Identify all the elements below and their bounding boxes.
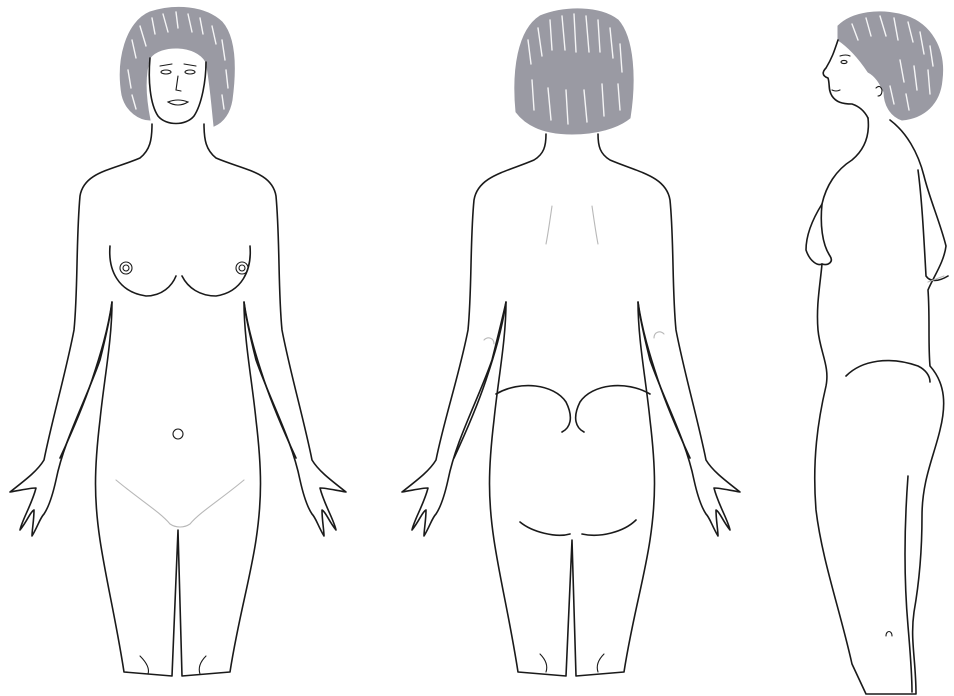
side-hip-line — [846, 361, 930, 382]
front-right-nipple-center — [239, 265, 245, 271]
front-left-nipple-center — [123, 265, 129, 271]
front-facial-features — [160, 64, 196, 105]
back-knees — [540, 654, 604, 672]
front-pelvis-line — [116, 480, 244, 527]
side-knee-mark — [886, 632, 892, 637]
front-body-outline — [10, 124, 346, 676]
side-body-outline — [806, 118, 946, 694]
back-view-figure — [402, 9, 740, 676]
back-body-outline — [402, 134, 740, 676]
back-buttocks-upper — [496, 386, 650, 432]
front-left-nipple — [120, 262, 132, 274]
side-breast — [821, 204, 831, 265]
back-buttocks-lower — [520, 520, 636, 535]
side-leg-back-line — [905, 476, 912, 692]
front-right-nipple — [236, 262, 248, 274]
front-view-figure — [10, 7, 346, 676]
side-arm — [918, 170, 948, 281]
front-navel — [173, 429, 183, 439]
back-hair — [515, 9, 633, 134]
side-view-figure — [806, 12, 948, 694]
back-elbows — [484, 332, 664, 344]
back-shoulder-blades — [546, 206, 598, 244]
